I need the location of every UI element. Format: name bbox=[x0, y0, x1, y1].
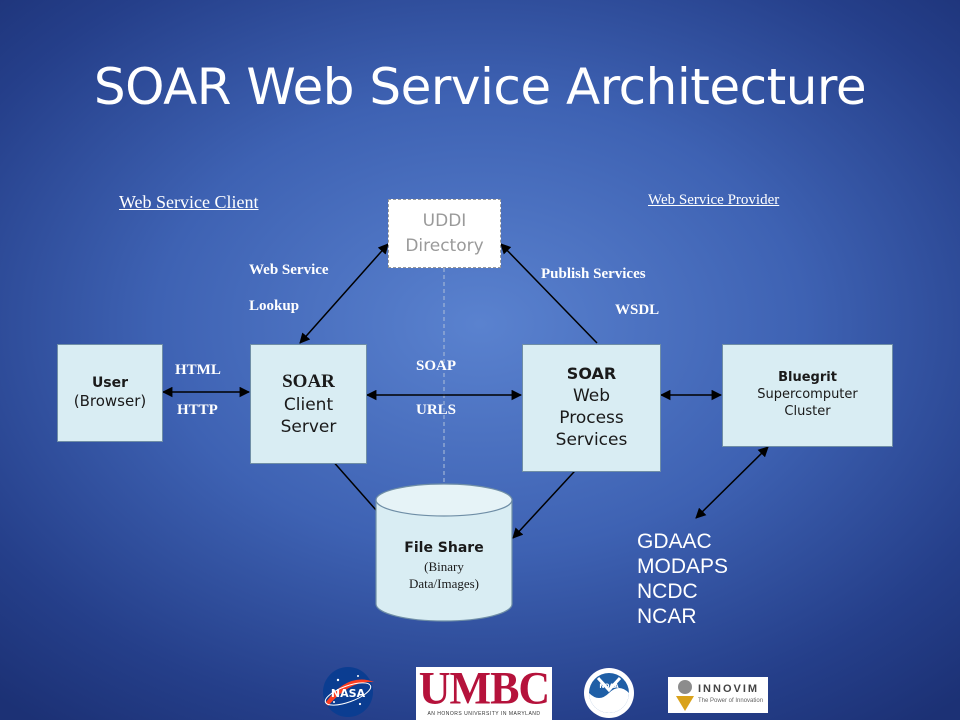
innovim-tagline: The Power of Innovation bbox=[698, 698, 764, 704]
noaa-logo-text: NOAA bbox=[599, 683, 619, 690]
umbc-logo-text: UMBC bbox=[418, 662, 550, 715]
client-soar-label: SOAR bbox=[282, 370, 335, 392]
bluegrit-label: Bluegrit bbox=[778, 370, 837, 386]
data-images-label: Data/Images) bbox=[408, 576, 480, 591]
supercomputer-label: Supercomputer bbox=[757, 387, 858, 403]
cluster-label: Cluster bbox=[784, 403, 831, 419]
http-label: HTTP bbox=[177, 402, 218, 418]
innovim-logo-text: INNOVIM bbox=[698, 683, 760, 695]
process-uddi-arrow bbox=[500, 243, 598, 344]
data-center-gdaac: GDAAC bbox=[637, 530, 712, 553]
uddi-directory-box: UDDI Directory bbox=[388, 199, 501, 268]
wsdl-label: WSDL bbox=[615, 302, 660, 318]
server-label: Server bbox=[280, 417, 337, 438]
web-service-lookup-label-1: Web Service bbox=[249, 262, 329, 278]
innovim-logo: INNOVIM The Power of Innovation bbox=[668, 677, 768, 713]
innovim-icon bbox=[676, 680, 694, 711]
web-service-client-heading: Web Service Client bbox=[119, 192, 259, 212]
binary-label: (Binary bbox=[424, 559, 464, 574]
urls-label: URLS bbox=[416, 402, 457, 418]
umbc-logo: UMBC AN HONORS UNIVERSITY IN MARYLAND bbox=[416, 662, 552, 720]
client-uddi-arrow bbox=[299, 243, 389, 344]
uddi-label: UDDI bbox=[422, 210, 467, 231]
soar-client-server-box: SOAR Client Server bbox=[250, 344, 367, 464]
bluegrit-cluster-box: Bluegrit Supercomputer Cluster bbox=[722, 344, 893, 447]
client-label: Client bbox=[283, 395, 334, 416]
umbc-tagline: AN HONORS UNIVERSITY IN MARYLAND bbox=[427, 711, 541, 717]
data-center-ncdc: NCDC bbox=[637, 580, 698, 603]
file-share-label: File Share bbox=[404, 540, 484, 556]
user-label: User bbox=[91, 375, 129, 392]
soar-web-process-services-box: SOAR Web Process Services bbox=[522, 344, 661, 472]
nasa-logo: NASA bbox=[323, 667, 374, 717]
process-web-label: Web bbox=[572, 386, 611, 407]
web-service-lookup-label-2: Lookup bbox=[249, 298, 300, 314]
services-label: Services bbox=[555, 430, 628, 451]
user-browser-box: User (Browser) bbox=[57, 344, 163, 442]
publish-services-label: Publish Services bbox=[541, 266, 646, 282]
data-center-ncar: NCAR bbox=[637, 605, 697, 628]
process-label: Process bbox=[559, 408, 624, 429]
file-share-text: File Share (Binary Data/Images) bbox=[376, 538, 512, 592]
nasa-logo-text: NASA bbox=[331, 687, 366, 700]
browser-label: (Browser) bbox=[73, 392, 147, 411]
page-title: SOAR Web Service Architecture bbox=[93, 58, 867, 116]
bluegrit-datacenters-arrow bbox=[695, 446, 769, 519]
directory-label: Directory bbox=[405, 235, 484, 256]
data-center-modaps: MODAPS bbox=[637, 555, 729, 578]
soap-label: SOAP bbox=[416, 358, 457, 374]
file-share-cylinder bbox=[375, 483, 513, 622]
html-label: HTML bbox=[175, 362, 221, 378]
process-soar-label: SOAR bbox=[566, 364, 617, 384]
web-service-provider-heading: Web Service Provider bbox=[648, 192, 780, 208]
noaa-logo: NOAA bbox=[584, 668, 634, 718]
data-center-list: GDAAC MODAPS NCDC NCAR bbox=[637, 529, 728, 629]
